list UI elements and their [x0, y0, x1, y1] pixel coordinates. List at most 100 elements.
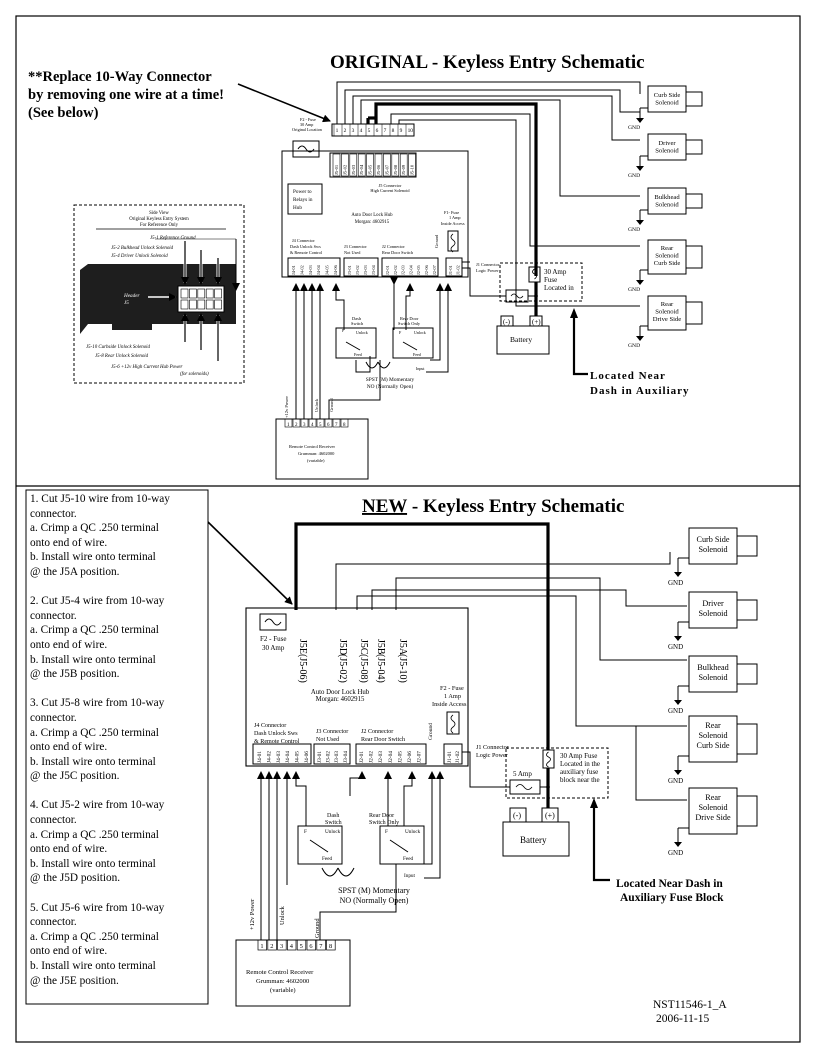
new-j5-column-j5b: J5B(J5-04) — [375, 639, 386, 683]
svg-text:J4-01: J4-01 — [257, 751, 263, 763]
side-label-j5-10: J5-10 Curbside Unlock Solenoid — [86, 345, 151, 350]
original-top-fuse — [292, 140, 320, 158]
svg-text:2: 2 — [270, 943, 273, 950]
svg-text:J1-01: J1-01 — [447, 751, 453, 763]
j5-pin-label: J5-04 — [359, 164, 364, 175]
j5-pin-label: J5-07 — [384, 164, 389, 175]
svg-text:J2-04: J2-04 — [408, 264, 413, 275]
svg-text:J4-04: J4-04 — [316, 264, 321, 275]
svg-text:GND: GND — [628, 227, 640, 233]
svg-text:(-)(+): (-)(+) — [503, 318, 541, 326]
side-label-j5-4: J5-4 Driver Unlock Solenoid — [111, 254, 168, 259]
j5-pin-label: J5-03 — [351, 164, 356, 175]
svg-text:J2-07: J2-07 — [432, 264, 437, 275]
svg-text:J5E: J5E — [297, 639, 308, 654]
svg-text:6: 6 — [309, 943, 312, 950]
svg-text:4: 4 — [290, 943, 294, 950]
connector-pin-label: 8 — [392, 128, 395, 134]
svg-text:Unlock: Unlock — [279, 905, 286, 925]
original-solenoid-wires — [336, 81, 641, 307]
svg-text:J3-03: J3-03 — [363, 264, 368, 275]
connector-pin-label: 9 — [400, 128, 403, 134]
svg-text:1: 1 — [260, 943, 263, 950]
svg-text:8: 8 — [343, 423, 346, 428]
svg-text:J4-06: J4-06 — [333, 264, 338, 275]
svg-text:J1-01: J1-01 — [448, 265, 453, 275]
connector-pin-label: 7 — [384, 128, 387, 134]
original-10way-connector — [331, 123, 415, 137]
side-label-j5-8: J5-8 Rear Unlock Solenoid — [95, 354, 149, 359]
j5-pin-label: J5-02 — [342, 164, 347, 175]
replace-connector-note: **Replace 10-Way Connector by removing o… — [28, 69, 224, 121]
original-power-wire — [374, 102, 538, 276]
side-label-j5-2: J5-2 Bulkhead Unlock Solenoid — [111, 246, 174, 251]
svg-text:(J5-10): (J5-10) — [397, 654, 408, 683]
svg-text:GND: GND — [628, 125, 640, 131]
connector-pin-label: 3 — [352, 128, 355, 134]
connector-pin-label: 5 — [368, 128, 371, 134]
svg-text:6: 6 — [327, 423, 330, 428]
svg-text:(J5-08): (J5-08) — [358, 654, 369, 683]
svg-text:Battery: Battery — [520, 835, 547, 845]
svg-text:Unlock: Unlock — [314, 398, 319, 412]
document-number: NST11546-1_A — [653, 999, 727, 1011]
svg-text:(J5-02): (J5-02) — [337, 654, 348, 683]
svg-text:J5D: J5D — [337, 639, 348, 655]
note-arrow — [237, 83, 331, 123]
svg-text:+12v Power: +12v Power — [249, 898, 256, 930]
svg-text:J1-02: J1-02 — [455, 751, 461, 763]
svg-text:J2-02: J2-02 — [369, 751, 375, 763]
j5-pin-label: J5-09 — [401, 164, 406, 175]
instruction-arrow — [207, 521, 293, 605]
j5-pin-label: J5-06 — [376, 164, 381, 175]
original-battery: (-)(+) Battery — [496, 315, 550, 355]
new-j5-column-j5e: J5E(J5-06) — [297, 639, 308, 683]
svg-text:1: 1 — [287, 423, 290, 428]
svg-text:GND: GND — [628, 173, 640, 179]
svg-text:J2-06: J2-06 — [424, 264, 429, 275]
svg-text:J1-02: J1-02 — [455, 265, 460, 275]
svg-text:3: 3 — [303, 423, 306, 428]
svg-text:+12v Power: +12v Power — [284, 396, 289, 418]
svg-text:Ground: Ground — [314, 918, 321, 938]
connector-pin-label: 6 — [376, 128, 379, 134]
connector-pin-label: 4 — [360, 128, 363, 134]
new-j5-column-j5a: J5A(J5-10) — [397, 639, 408, 683]
svg-text:J2-01: J2-01 — [359, 751, 365, 763]
